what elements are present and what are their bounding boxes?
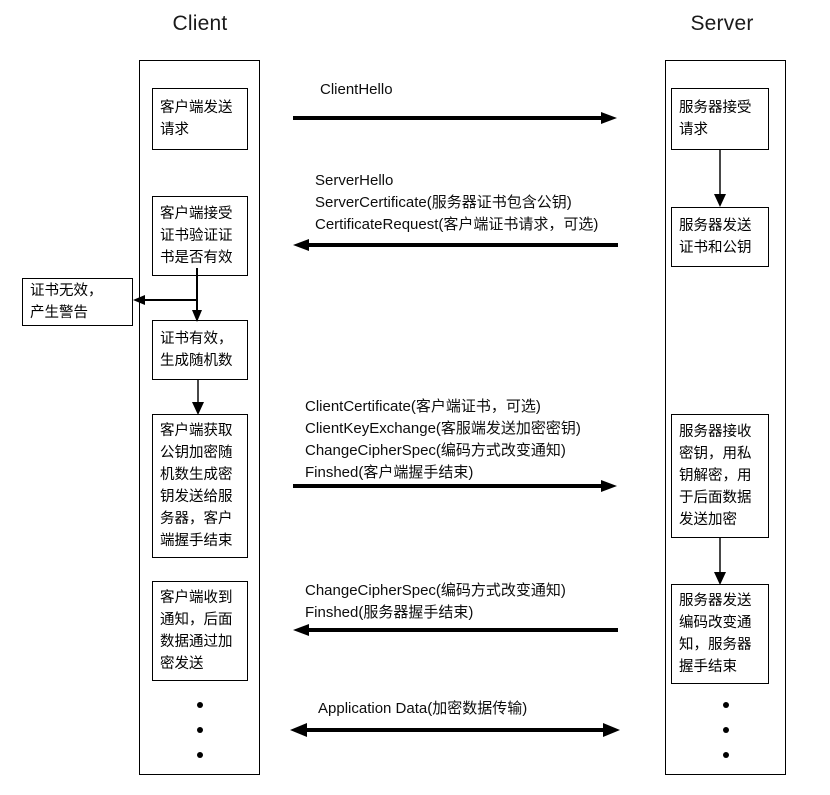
client-box-send-request: 客户端发送 请求 bbox=[152, 88, 248, 150]
ellipsis-dot bbox=[197, 727, 203, 733]
client-box-encrypt-key-text: 客户端获取 公钥加密随 机数生成密 钥发送给服 务器，客户 端握手结束 bbox=[160, 423, 233, 549]
server-receive-to-sendcert-arrow bbox=[700, 150, 740, 208]
server-box-send-cert: 服务器发送 证书和公钥 bbox=[671, 207, 769, 267]
server-column-title: Server bbox=[690, 12, 754, 35]
client-box-cert-valid-text: 证书有效， 生成随机数 bbox=[160, 331, 233, 369]
client-box-received-notice: 客户端收到 通知，后面 数据通过加 密发送 bbox=[152, 581, 248, 681]
client-box-verify-cert: 客户端接受 证书验证证 书是否有效 bbox=[152, 196, 248, 276]
client-box-cert-valid: 证书有效， 生成随机数 bbox=[152, 320, 248, 380]
message-arrow-server-changecipher bbox=[293, 624, 618, 636]
message-arrow-client-hello bbox=[293, 112, 618, 124]
client-box-received-notice-text: 客户端收到 通知，后面 数据通过加 密发送 bbox=[160, 590, 233, 672]
client-verify-branch-arrows bbox=[120, 268, 220, 328]
server-receivekey-to-changecipher-arrow bbox=[700, 538, 740, 586]
server-box-receive-key: 服务器接收 密钥，用私 钥解密，用 于后面数据 发送加密 bbox=[671, 414, 769, 538]
client-box-encrypt-key: 客户端获取 公钥加密随 机数生成密 钥发送给服 务器，客户 端握手结束 bbox=[152, 414, 248, 558]
client-ellipsis-dots bbox=[196, 702, 204, 758]
message-label-server-changecipher: ChangeCipherSpec(编码方式改变通知) Finshed(服务器握手… bbox=[305, 582, 566, 621]
message-arrow-server-hello bbox=[293, 239, 618, 251]
server-box-receive-request: 服务器接受 请求 bbox=[671, 88, 769, 150]
client-box-send-request-text: 客户端发送 请求 bbox=[160, 100, 233, 138]
server-box-send-changecipher-text: 服务器发送 编码改变通 知，服务器 握手结束 bbox=[679, 593, 752, 675]
cert-invalid-alert-box: 证书无效， 产生警告 bbox=[22, 278, 133, 326]
server-box-send-changecipher: 服务器发送 编码改变通 知，服务器 握手结束 bbox=[671, 584, 769, 684]
message-label-server-hello: ServerHello ServerCertificate(服务器证书包含公钥)… bbox=[315, 172, 599, 233]
ellipsis-dot bbox=[723, 752, 729, 758]
message-arrow-application-data bbox=[290, 723, 620, 737]
cert-invalid-alert-text: 证书无效， 产生警告 bbox=[30, 283, 103, 321]
message-label-application-data: Application Data(加密数据传输) bbox=[318, 700, 528, 717]
ellipsis-dot bbox=[197, 702, 203, 708]
server-box-receive-request-text: 服务器接受 请求 bbox=[679, 100, 752, 138]
message-label-client-hello: ClientHello bbox=[320, 81, 393, 98]
server-box-receive-key-text: 服务器接收 密钥，用私 钥解密，用 于后面数据 发送加密 bbox=[679, 424, 752, 528]
ellipsis-dot bbox=[197, 752, 203, 758]
ellipsis-dot bbox=[723, 727, 729, 733]
message-label-client-key-exchange: ClientCertificate(客户端证书，可选) ClientKeyExc… bbox=[305, 398, 581, 481]
client-box-verify-cert-text: 客户端接受 证书验证证 书是否有效 bbox=[160, 206, 233, 266]
client-column-title: Client bbox=[172, 12, 228, 35]
client-certvalid-to-encrypt-arrow bbox=[180, 380, 216, 416]
ellipsis-dot bbox=[723, 702, 729, 708]
server-ellipsis-dots bbox=[722, 702, 730, 758]
server-box-send-cert-text: 服务器发送 证书和公钥 bbox=[679, 218, 752, 256]
message-arrow-client-key-exchange bbox=[293, 480, 618, 492]
